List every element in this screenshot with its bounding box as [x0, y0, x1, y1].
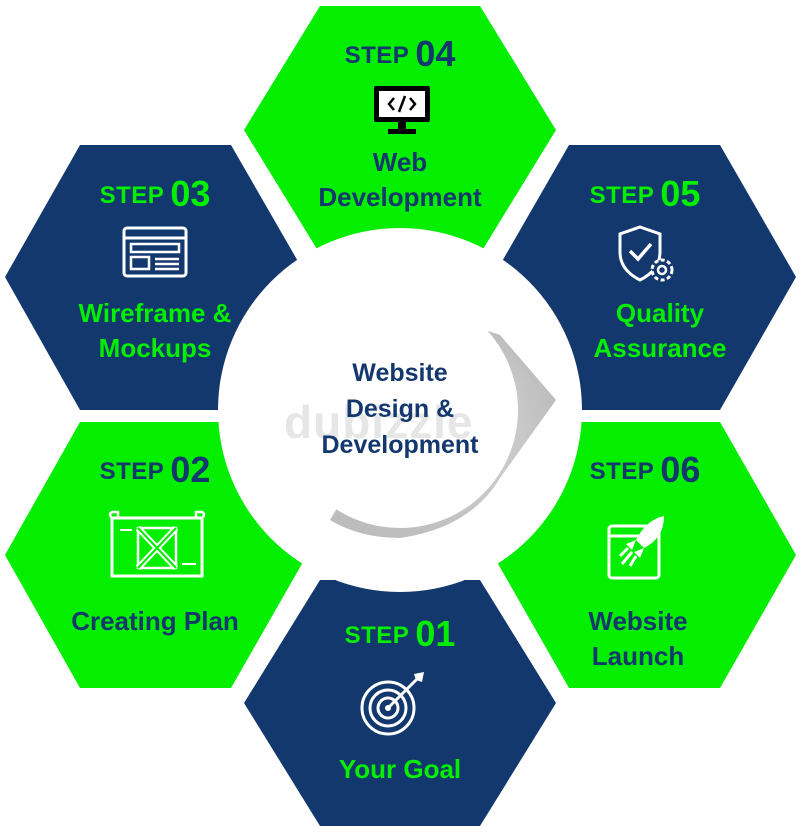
- center-line: Development: [321, 431, 479, 459]
- blueprint-icon: [108, 510, 206, 578]
- center-line: Design &: [345, 395, 455, 423]
- step-word: STEP: [344, 622, 410, 649]
- shield-check-gear-icon: [618, 225, 674, 282]
- step-word: STEP: [99, 182, 165, 209]
- step-title-line: Mockups: [98, 333, 212, 363]
- step-title-line: Your Goal: [338, 754, 462, 784]
- step-02-title: Creating Plan: [25, 604, 285, 639]
- step-word: STEP: [589, 182, 655, 209]
- step-title-line: Assurance: [593, 333, 727, 363]
- target-icon: [360, 672, 424, 736]
- watermark: dubizzle: [284, 396, 474, 448]
- step-title-line: Quality: [615, 298, 705, 328]
- hex-step-06: [493, 422, 796, 688]
- step-word: STEP: [99, 458, 165, 485]
- step-03-title: Wireframe & Mockups: [25, 296, 285, 366]
- step-number: 01: [415, 613, 456, 654]
- step-number: 03: [170, 173, 211, 214]
- step-title-line: Web: [372, 147, 428, 177]
- step-06-title: Website Launch: [508, 604, 768, 674]
- step-word: STEP: [344, 42, 410, 69]
- step-number: 04: [415, 33, 456, 74]
- hex-step-02: [5, 422, 307, 688]
- step-title-line: Website: [588, 606, 688, 636]
- step-title-line: Development: [318, 182, 482, 212]
- step-title-line: Launch: [591, 641, 685, 671]
- step-04-title: Web Development: [270, 145, 530, 215]
- step-title-line: Creating Plan: [71, 606, 239, 636]
- step-word: STEP: [589, 458, 655, 485]
- step-title-line: Wireframe &: [78, 298, 232, 328]
- rocket-launch-icon: [607, 516, 664, 580]
- center-disc: [282, 292, 518, 528]
- step-05-title: Quality Assurance: [530, 296, 790, 366]
- hex-step-01: [244, 580, 556, 826]
- step-01-title: Your Goal: [270, 752, 530, 787]
- step-number: 05: [660, 173, 701, 214]
- step-number: 02: [170, 449, 211, 490]
- center-title: Website Design & Development: [290, 355, 510, 463]
- step-number: 06: [660, 449, 701, 490]
- wireframe-icon: [122, 226, 188, 278]
- center-line: Website: [352, 359, 448, 387]
- code-monitor-icon: [374, 86, 430, 134]
